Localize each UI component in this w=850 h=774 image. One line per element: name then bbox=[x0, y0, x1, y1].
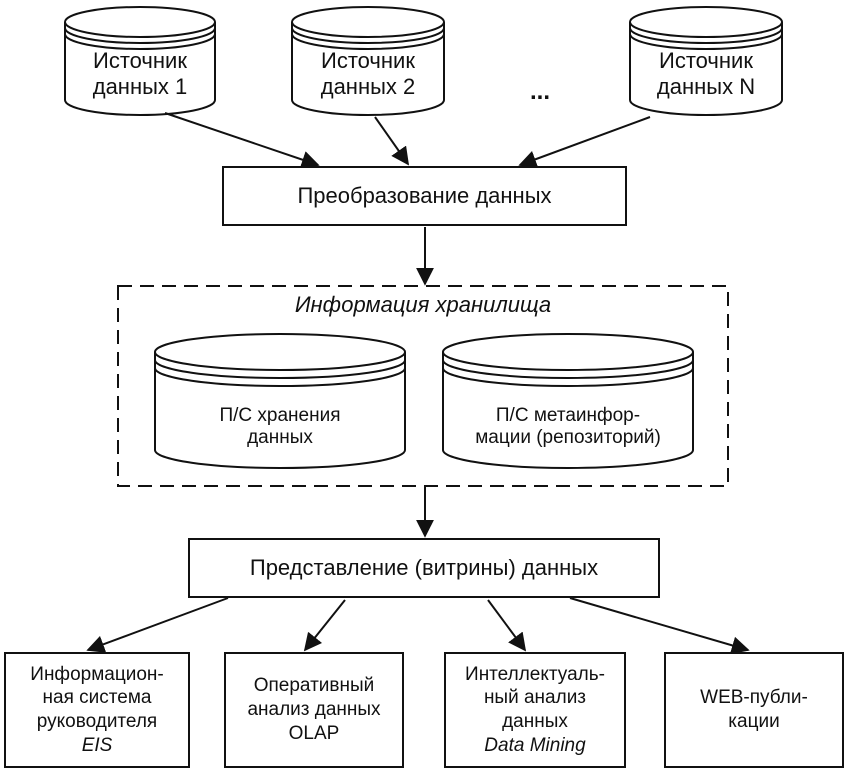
consumer-dm-abbr: Data Mining bbox=[484, 734, 586, 756]
source-label-1: Источник данных 1 bbox=[65, 48, 215, 100]
source-cylinder-n bbox=[629, 6, 783, 116]
consumer-eis-line1: Информацион- bbox=[30, 663, 164, 685]
consumer-eis-abbr: EIS bbox=[81, 734, 113, 756]
sources-ellipsis: ... bbox=[529, 78, 550, 105]
presentation-box: Представление (витрины) данных bbox=[188, 538, 660, 598]
consumer-eis-line2: ная система bbox=[42, 687, 152, 709]
source-cylinder-1 bbox=[64, 6, 216, 116]
source-cylinder-2 bbox=[291, 6, 445, 116]
storage-line1: П/С хранения bbox=[219, 405, 341, 426]
consumer-olap-abbr: OLAP bbox=[288, 722, 340, 744]
transform-box: Преобразование данных bbox=[222, 166, 627, 226]
presentation-box-label: Представление (витрины) данных bbox=[249, 555, 599, 580]
source-label-2: Источник данных 2 bbox=[292, 48, 444, 100]
source-1-line2: данных 1 bbox=[92, 73, 188, 99]
consumer-box-data-mining: Интеллектуаль- ный анализ данных Data Mi… bbox=[444, 652, 626, 768]
metadata-label: П/С метаинфор- мации (репозиторий) bbox=[443, 405, 693, 450]
consumer-box-olap: Оперативный анализ данных OLAP bbox=[224, 652, 404, 768]
consumer-olap-line2: анализ данных bbox=[247, 699, 381, 721]
source-n-line1: Источник bbox=[659, 48, 753, 73]
source-2-line2: данных 2 bbox=[320, 73, 416, 99]
source-label-n: Источник данных N bbox=[630, 48, 782, 100]
arrows-sources-to-transform bbox=[164, 112, 651, 169]
source-n-line2: данных N bbox=[656, 73, 756, 99]
consumer-dm-line1: Интеллектуаль- bbox=[465, 663, 605, 685]
storage-label: П/С хранения данных bbox=[155, 405, 405, 450]
consumer-box-eis: Информацион- ная система руководителя EI… bbox=[4, 652, 190, 768]
source-1-line1: Источник bbox=[93, 48, 187, 73]
metadata-line2: мации (репозиторий) bbox=[475, 427, 661, 449]
warehouse-boundary bbox=[117, 285, 729, 487]
arrows-presentation-to-consumers bbox=[86, 597, 750, 655]
consumer-dm-line2: ный анализ bbox=[483, 687, 587, 709]
metadata-line1: П/С метаинфор- bbox=[495, 405, 641, 426]
consumer-web-line2: кации bbox=[728, 711, 780, 732]
metadata-cylinder bbox=[442, 333, 694, 469]
consumer-eis-line3: руководителя bbox=[36, 711, 158, 732]
consumer-box-web: WEB-публи- кации bbox=[664, 652, 844, 768]
consumer-olap-line1: Оперативный bbox=[253, 675, 375, 697]
transform-box-label: Преобразование данных bbox=[297, 183, 552, 208]
consumer-dm-line3: данных bbox=[502, 711, 568, 732]
storage-cylinder bbox=[154, 333, 406, 469]
warehouse-title: Информация хранилища bbox=[294, 292, 552, 317]
consumer-web-line1: WEB-публи- bbox=[700, 687, 808, 709]
storage-line2: данных bbox=[247, 427, 313, 449]
source-2-line1: Источник bbox=[321, 48, 415, 73]
